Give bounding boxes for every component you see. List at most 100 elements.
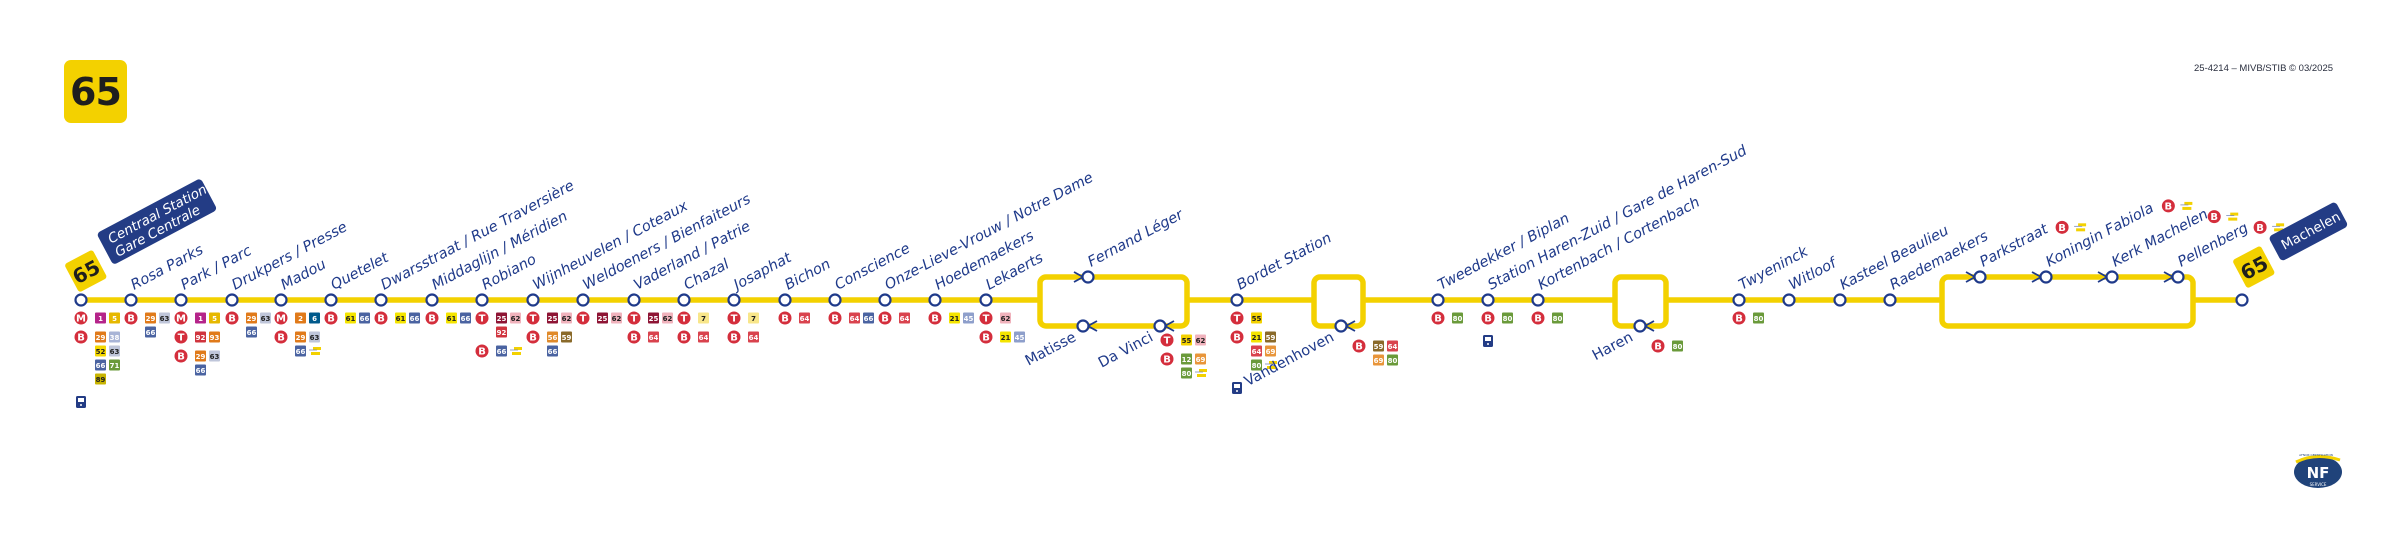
station-fernand-l-ger[interactable]: Fernand Léger <box>1073 206 1187 284</box>
loop-segment <box>1939 274 2196 329</box>
station-marker[interactable] <box>475 293 489 307</box>
route-badge-62: 62 <box>510 312 521 324</box>
station-marker[interactable] <box>274 293 288 307</box>
route-badge-59: 59 <box>1265 331 1276 343</box>
station-marker[interactable] <box>778 293 792 307</box>
route-badge-69: 69 <box>1265 345 1276 357</box>
route-number: 1 <box>98 315 103 323</box>
station-marker[interactable] <box>1973 270 1987 284</box>
station-marker[interactable] <box>324 293 338 307</box>
station-marker[interactable] <box>727 293 741 307</box>
route-number: 63 <box>110 348 120 356</box>
station-marker[interactable] <box>878 293 892 307</box>
route-badge-80: 80 <box>1552 312 1563 324</box>
mode-icon-bus: B <box>1431 311 1445 325</box>
route-number: 80 <box>1673 343 1683 351</box>
route-number: 80 <box>1388 357 1398 365</box>
station-marker[interactable] <box>828 293 842 307</box>
station-marker[interactable] <box>1334 319 1348 333</box>
route-badge-21: 21 <box>949 312 960 324</box>
station-marker[interactable] <box>1782 293 1796 307</box>
station-marker[interactable] <box>225 293 239 307</box>
mode-icon-tram: T <box>677 311 691 325</box>
station-marker[interactable] <box>1531 293 1545 307</box>
mode-icon-tram: T <box>627 311 641 325</box>
station-marker[interactable] <box>677 293 691 307</box>
route-number: 64 <box>1252 348 1262 356</box>
station-marker[interactable] <box>526 293 540 307</box>
station-marker[interactable] <box>1081 270 1095 284</box>
station-marker[interactable] <box>2171 270 2185 284</box>
mode-icon-bus: B <box>324 311 338 325</box>
station-marker[interactable] <box>1883 293 1897 307</box>
svg-text:T: T <box>530 314 537 325</box>
station-marker[interactable] <box>74 293 88 307</box>
route-number: 21 <box>1252 334 1262 342</box>
station-marker[interactable] <box>174 293 188 307</box>
route-badge-80: 80 <box>1387 354 1398 366</box>
mode-icon-bus: B <box>677 330 691 344</box>
route-number: 64 <box>800 315 810 323</box>
mode-icon-bus: B <box>1531 311 1545 325</box>
station-marker[interactable] <box>1153 319 1167 333</box>
svg-text:M: M <box>176 314 186 325</box>
route-number: 52 <box>96 348 106 356</box>
route-badge-62: 62 <box>611 312 622 324</box>
route-number: 63 <box>160 315 170 323</box>
route-number: 45 <box>1015 334 1025 342</box>
route-number: 63 <box>310 334 320 342</box>
mode-icon-tram: T <box>576 311 590 325</box>
route-badge-89: 89 <box>95 373 106 385</box>
route-number: 71 <box>110 362 120 370</box>
station-marker[interactable] <box>1633 319 1647 333</box>
route-badge-64: 64 <box>799 312 810 324</box>
station-machelen[interactable] <box>2235 293 2249 307</box>
station-marker[interactable] <box>124 293 138 307</box>
station-label: Bordet Station <box>1234 230 1334 293</box>
mode-icon-tram: T <box>174 330 188 344</box>
route-badge-21: 21 <box>1251 331 1262 343</box>
station-marker[interactable] <box>1431 293 1445 307</box>
station-marker[interactable] <box>1230 293 1244 307</box>
svg-text:B: B <box>680 333 688 344</box>
station-marker[interactable] <box>1833 293 1847 307</box>
svg-text:B: B <box>1233 333 1241 344</box>
station-marker[interactable] <box>2105 270 2119 284</box>
route-number: 92 <box>196 334 206 342</box>
route-badge-66: 66 <box>409 312 420 324</box>
mode-icon-bus: B <box>1230 330 1244 344</box>
station-marker[interactable] <box>2235 293 2249 307</box>
station-marker[interactable] <box>425 293 439 307</box>
station-marker[interactable] <box>1076 319 1090 333</box>
route-number: 64 <box>1388 343 1398 351</box>
station-marker[interactable] <box>2039 270 2053 284</box>
station-marker[interactable] <box>627 293 641 307</box>
svg-text:B: B <box>831 314 839 325</box>
station-marker[interactable] <box>928 293 942 307</box>
station-marker[interactable] <box>576 293 590 307</box>
station-marker[interactable] <box>1481 293 1495 307</box>
station-label: Parkstraat <box>1977 221 2052 271</box>
route-badge-64: 64 <box>648 331 659 343</box>
mode-icon-tram: T <box>727 311 741 325</box>
mode-icon-bus: B <box>526 330 540 344</box>
route-number: 55 <box>1182 337 1192 345</box>
station-marker[interactable] <box>374 293 388 307</box>
route-number: 66 <box>360 315 370 323</box>
svg-text:T: T <box>983 314 990 325</box>
mode-icon-metro: M <box>274 311 288 325</box>
route-number: 59 <box>562 334 572 342</box>
station-label: Da Vinci <box>1096 329 1156 371</box>
route-badge-93: 93 <box>209 331 220 343</box>
station-marker[interactable] <box>979 293 993 307</box>
route-badge-59: 59 <box>1373 340 1384 352</box>
station-marker[interactable] <box>1732 293 1746 307</box>
route-number: 66 <box>497 348 507 356</box>
